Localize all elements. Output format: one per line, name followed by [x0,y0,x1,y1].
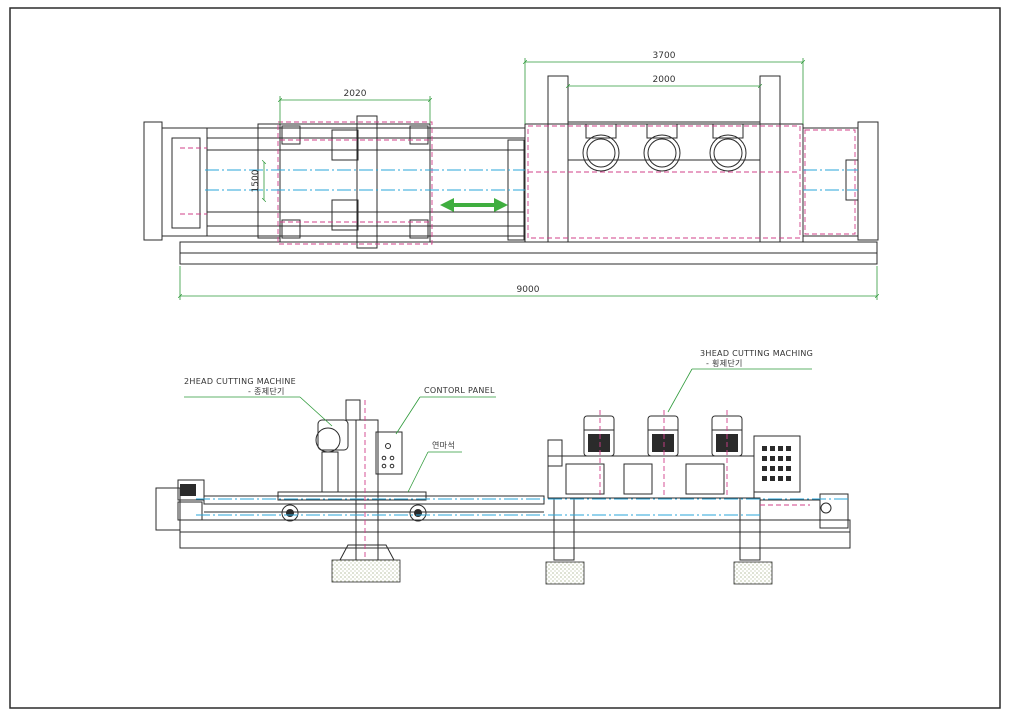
side-hidden-lines [364,400,810,560]
plan-left-end-unit [143,121,163,241]
control-panel-label: CONTORL PANEL [424,386,495,395]
side-control-panel [375,431,403,475]
side-base-beam [179,519,851,549]
two-head-subtitle: - 종제단기 [248,386,285,396]
side-center-lines [196,498,848,516]
side-three-head-panel [753,435,801,493]
two-head-title: 2HEAD CUTTING MACHINE [184,377,296,386]
plan-center-lines [205,169,858,191]
plan-view [143,75,879,265]
footings [331,559,773,585]
motor-blocks [180,434,738,517]
plan-dimension-lines [180,58,877,300]
plan-two-head-carriage [279,123,431,243]
side-three-head-frame [547,455,755,499]
dim-9000: 9000 [517,285,540,295]
panel-buttons [762,446,791,481]
plan-right-outfeed [802,127,859,237]
sheet-border [9,7,1001,709]
plan-hidden-lines [180,121,856,245]
double-arrow-icon [440,198,508,212]
three-head-title: 3HEAD CUTTING MACHING [700,349,813,358]
plan-three-head-gantry [524,123,804,243]
side-view [155,399,851,561]
three-head-subtitle: - 횡제단기 [706,358,743,368]
grinder-label: 연마석 [432,440,455,450]
dim-3700: 3700 [653,51,676,61]
leader-lines [184,368,812,493]
dim-2000: 2000 [653,75,676,85]
dim-1500: 1500 [251,169,261,192]
side-two-head-column [355,419,379,561]
dim-2020: 2020 [344,89,367,99]
